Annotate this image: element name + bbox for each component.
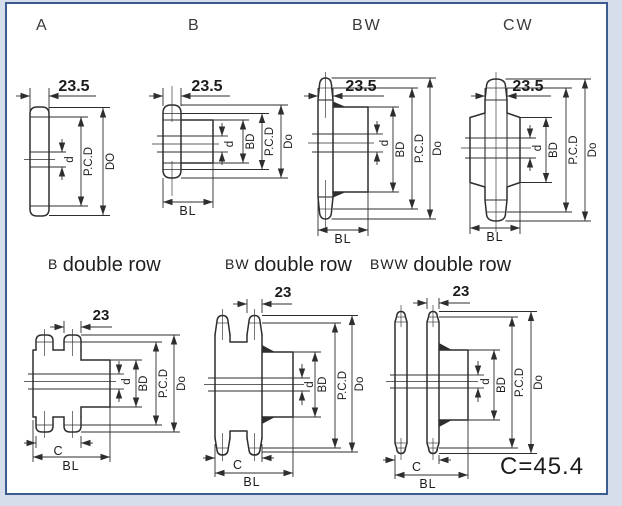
bw-part bbox=[308, 72, 374, 228]
diagram-a-title: A bbox=[36, 17, 49, 34]
bw-bore-label: d bbox=[379, 140, 391, 146]
bw2-hub-length-label: BL bbox=[243, 475, 260, 489]
b2-hub-length-label: BL bbox=[62, 459, 79, 473]
bww2-row-spacing-label: C bbox=[412, 460, 422, 474]
c-value-note: C=45.4 bbox=[500, 453, 585, 480]
bw-outer-dia-label: Do bbox=[432, 141, 444, 156]
diagram-b2-code: B bbox=[48, 256, 59, 272]
cw-hub-length-label: BL bbox=[486, 230, 503, 244]
diagram-b2-drawing: 23 d BD P.C.D Do C BL bbox=[24, 307, 188, 473]
diagram-cw-title: CW bbox=[503, 17, 534, 34]
bw2-width-label: 23 bbox=[275, 284, 292, 301]
diagram-bw-title: BW bbox=[352, 17, 382, 34]
a-pcd-label: P.C.D bbox=[83, 147, 95, 176]
bww2-outer-dia-label: Do bbox=[533, 375, 545, 390]
cw-dimensions bbox=[469, 78, 591, 234]
bww2-hub-dia-label: BD bbox=[496, 377, 508, 393]
b2-row-spacing-label: C bbox=[53, 444, 63, 458]
diagram-b-title: B bbox=[188, 17, 201, 34]
bw-hub-dia-label: BD bbox=[395, 142, 407, 158]
b2-outer-dia-label: Do bbox=[176, 376, 188, 391]
bw-pcd-label: P.C.D bbox=[414, 134, 426, 163]
a-width-label: 23.5 bbox=[58, 78, 89, 95]
diagram-a-drawing: 23.5 d P.C.D DO bbox=[16, 78, 117, 217]
bw-width-label: 23.5 bbox=[345, 78, 376, 95]
bw-hub-length-label: BL bbox=[334, 232, 351, 246]
diagram-cw-drawing: 23.5 d BD P.C.D Do BL bbox=[461, 72, 599, 244]
b-hub-dia-label: BD bbox=[245, 134, 257, 150]
b2-width-label: 23 bbox=[93, 307, 110, 324]
b2-part bbox=[24, 329, 116, 438]
bww2-pcd-label: P.C.D bbox=[514, 368, 526, 397]
a-part bbox=[24, 106, 55, 217]
bw2-dimensions bbox=[203, 299, 358, 477]
a-dimensions bbox=[16, 88, 110, 216]
cw-bore-label: d bbox=[532, 145, 544, 151]
cw-width-label: 23.5 bbox=[512, 78, 543, 95]
bw2-pcd-label: P.C.D bbox=[337, 371, 349, 400]
bw2-outer-dia-label: Do bbox=[354, 377, 366, 392]
b-part bbox=[152, 86, 219, 196]
cw-part bbox=[461, 72, 536, 232]
bw2-part bbox=[204, 309, 304, 461]
bw2-row-spacing-label: C bbox=[233, 458, 243, 472]
diagram-b-drawing: 23.5 d BD P.C.D Do BL bbox=[149, 78, 295, 218]
b2-pcd-label: P.C.D bbox=[158, 369, 170, 398]
b-pcd-label: P.C.D bbox=[264, 127, 276, 156]
diagram-bw2-title: BW double row bbox=[225, 254, 352, 277]
diagram-bww2-drawing: 23 d BD P.C.D Do C BL bbox=[383, 283, 545, 491]
diagram-bw-drawing: 23.5 d BD P.C.D Do BL bbox=[304, 72, 444, 246]
b-outer-dia-label: Do bbox=[283, 134, 295, 149]
bw2-bore-label: d bbox=[304, 381, 316, 387]
b-dimensions bbox=[149, 88, 288, 208]
b2-hub-dia-label: BD bbox=[138, 376, 150, 392]
b-bore-label: d bbox=[224, 141, 236, 147]
cw-hub-dia-label: BD bbox=[548, 142, 560, 158]
bw-dimensions bbox=[304, 77, 436, 236]
cw-outer-dia-label: Do bbox=[587, 143, 599, 158]
bww2-dimensions bbox=[383, 298, 537, 479]
cw-pcd-label: P.C.D bbox=[568, 135, 580, 164]
a-outer-dia-label: DO bbox=[105, 153, 117, 170]
diagram-b2-title: B double row bbox=[48, 254, 161, 277]
b-width-label: 23.5 bbox=[191, 78, 222, 95]
bww2-bore-label: d bbox=[480, 378, 492, 384]
diagram-bw2-row-label: double row bbox=[254, 254, 352, 276]
bww2-hub-length-label: BL bbox=[419, 477, 436, 491]
b-hub-length-label: BL bbox=[179, 204, 196, 218]
diagram-bww2-code: BWW bbox=[370, 256, 409, 272]
diagram-bw2-drawing: 23 d BD P.C.D Do C BL bbox=[203, 284, 366, 489]
diagram-bww2-row-label: double row bbox=[413, 254, 512, 276]
bww2-part bbox=[386, 305, 478, 460]
page-frame bbox=[5, 2, 608, 495]
bww2-width-label: 23 bbox=[453, 283, 470, 300]
diagram-b2-row-label: double row bbox=[62, 254, 161, 276]
a-bore-label: d bbox=[64, 156, 76, 162]
b2-dimensions bbox=[24, 321, 180, 462]
diagram-bww2-title: BWW double row bbox=[370, 254, 511, 277]
b2-bore-label: d bbox=[121, 378, 133, 384]
bw2-hub-dia-label: BD bbox=[317, 377, 329, 393]
diagram-bw2-code: BW bbox=[225, 256, 250, 272]
